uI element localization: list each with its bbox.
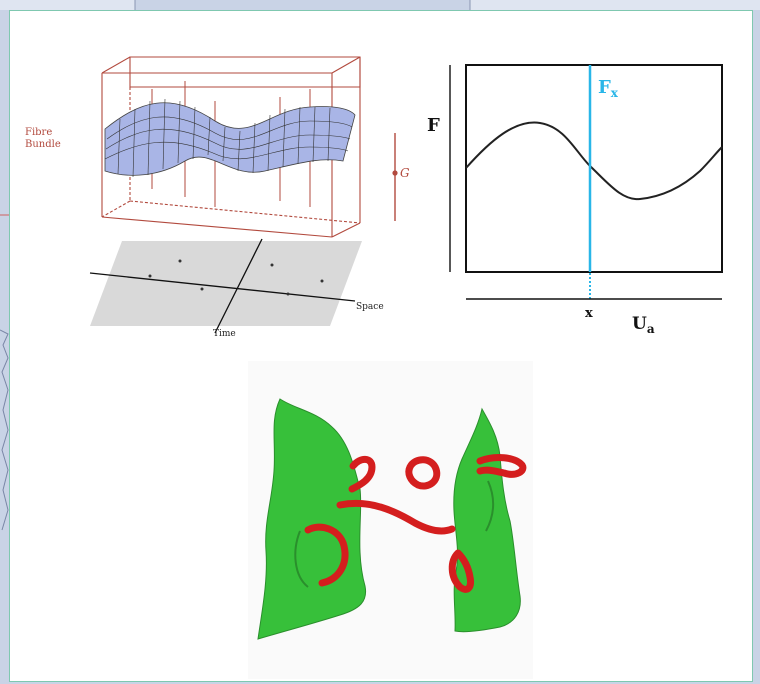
base-space-label: Ua — [632, 314, 655, 336]
surface-grid — [104, 98, 353, 178]
fibre-bundle-diagram: Space Time — [25, 56, 410, 339]
red-string — [336, 499, 456, 535]
section-curve — [465, 121, 723, 201]
figure-card: Space Time — [9, 10, 753, 682]
red-loops — [304, 454, 527, 593]
left-membrane — [257, 398, 367, 640]
fiber-label-sub: x — [611, 86, 619, 100]
fiber-label-main: F — [598, 77, 611, 98]
figure-canvas: Space Time — [25, 56, 723, 679]
fiber-label: Fx — [598, 77, 619, 100]
membrane-illustration — [248, 361, 533, 679]
fibre-bundle-label-2: Bundle — [25, 139, 61, 150]
space-axis-label: Space — [356, 302, 384, 312]
red-loop-bottom — [448, 549, 474, 593]
red-loop-right — [476, 454, 527, 478]
time-axis-label: Time — [213, 329, 236, 339]
left-membrane-fold — [294, 530, 309, 588]
red-loop-left — [304, 523, 349, 587]
base-plane — [90, 241, 362, 326]
group-fibre-dot — [392, 170, 398, 176]
fibre-bundle-label: Fibre — [25, 127, 52, 138]
plot-frame — [465, 64, 723, 273]
right-membrane-fold — [485, 480, 494, 532]
section-plot: F Fx x Ua — [427, 64, 723, 336]
red-loop-center — [405, 456, 441, 490]
time-axis — [214, 238, 263, 334]
space-axis — [89, 272, 356, 302]
point-x-label: x — [585, 306, 593, 321]
base-label-main: U — [632, 314, 647, 334]
group-label: G — [400, 166, 410, 180]
y-axis-label: F — [427, 115, 440, 136]
red-loop-top-left — [348, 455, 376, 493]
base-points — [148, 259, 324, 296]
base-label-sub: a — [647, 322, 655, 336]
